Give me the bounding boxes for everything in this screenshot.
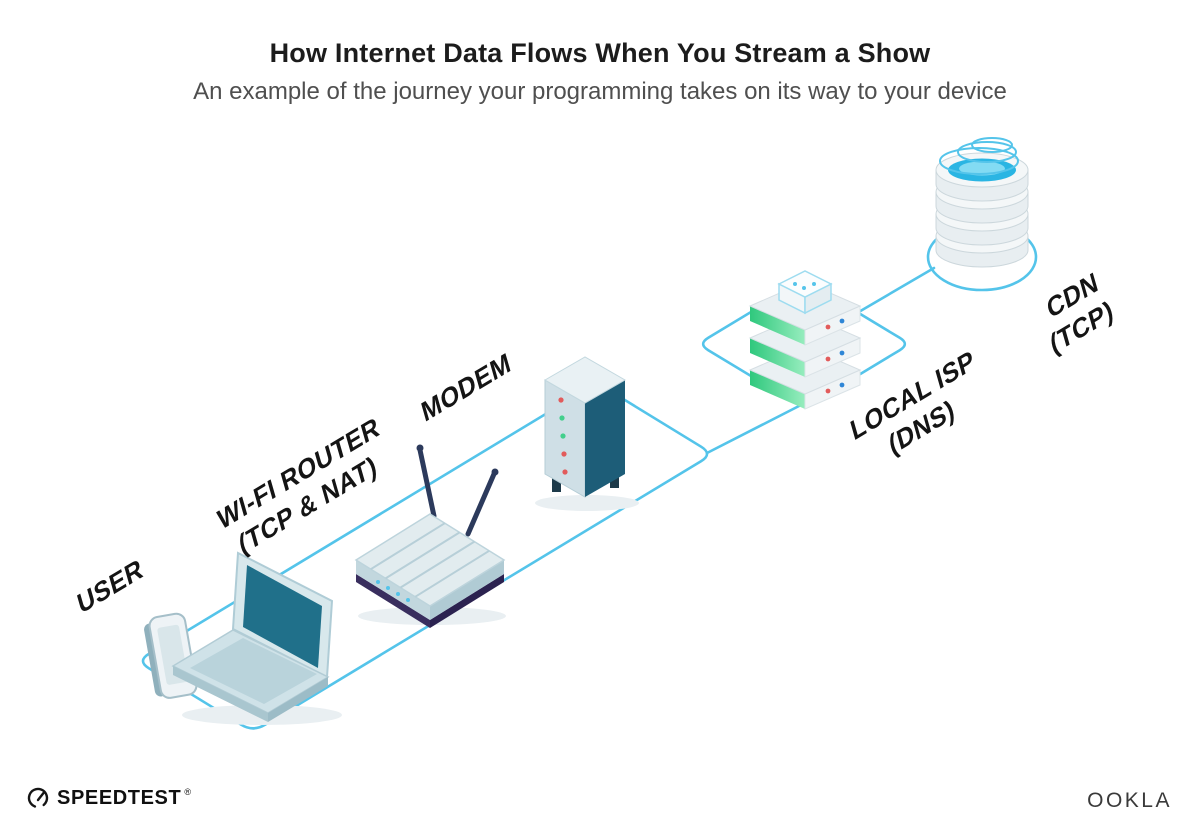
modem-status-leds	[558, 397, 568, 475]
modem-shadow	[535, 495, 639, 511]
modem-illustration	[535, 356, 639, 511]
router-leds	[376, 580, 410, 602]
router-face-right	[430, 560, 504, 620]
cdn-swirl-rings	[939, 137, 1019, 175]
modem-face-right	[585, 380, 625, 497]
label-modem: MODEM	[418, 346, 514, 428]
laptop-base-front-right	[268, 677, 328, 722]
antenna-tip-left	[416, 444, 424, 452]
connector-isp-to-cdn	[855, 266, 936, 315]
isp-server-illustration	[748, 270, 862, 410]
wifi-router-illustration	[354, 444, 506, 628]
speedtest-wordmark: SPEEDTEST	[57, 786, 182, 809]
cdn-database-illustration	[935, 137, 1029, 268]
label-wifi-router: WI-FI ROUTER (TCP & NAT)	[214, 411, 382, 561]
modem-top-face	[543, 356, 627, 404]
label-cdn: CDN (TCP)	[1043, 266, 1116, 361]
label-user: USER	[74, 552, 146, 620]
speedtest-gauge-icon	[27, 787, 49, 809]
antenna-tip-right	[491, 468, 499, 476]
user-laptop-illustration	[171, 551, 342, 725]
isp-top-unit	[777, 270, 833, 315]
page-title: How Internet Data Flows When You Stream …	[269, 38, 931, 68]
page-subtitle: An example of the journey your programmi…	[193, 78, 1007, 105]
laptop-base-front-left	[173, 666, 268, 722]
connector-loop-to-isp	[705, 404, 801, 455]
router-face-left	[356, 560, 430, 620]
router-ridges	[370, 522, 490, 598]
router-base-strip-right	[430, 574, 504, 628]
laptop-keyboard	[190, 638, 317, 704]
ookla-wordmark: OOKLA	[1087, 789, 1172, 812]
speedtest-trademark-symbol: ®	[184, 787, 191, 797]
speedtest-logo: SPEEDTEST ®	[26, 786, 191, 810]
svg-text:USER: USER	[74, 552, 146, 620]
router-top-face	[354, 513, 506, 607]
router-antennas	[417, 447, 497, 537]
router-base-strip-left	[356, 574, 430, 628]
svg-text:MODEM: MODEM	[418, 346, 514, 428]
label-local-isp: LOCAL ISP (DNS)	[847, 344, 978, 461]
laptop-screen	[243, 565, 322, 668]
